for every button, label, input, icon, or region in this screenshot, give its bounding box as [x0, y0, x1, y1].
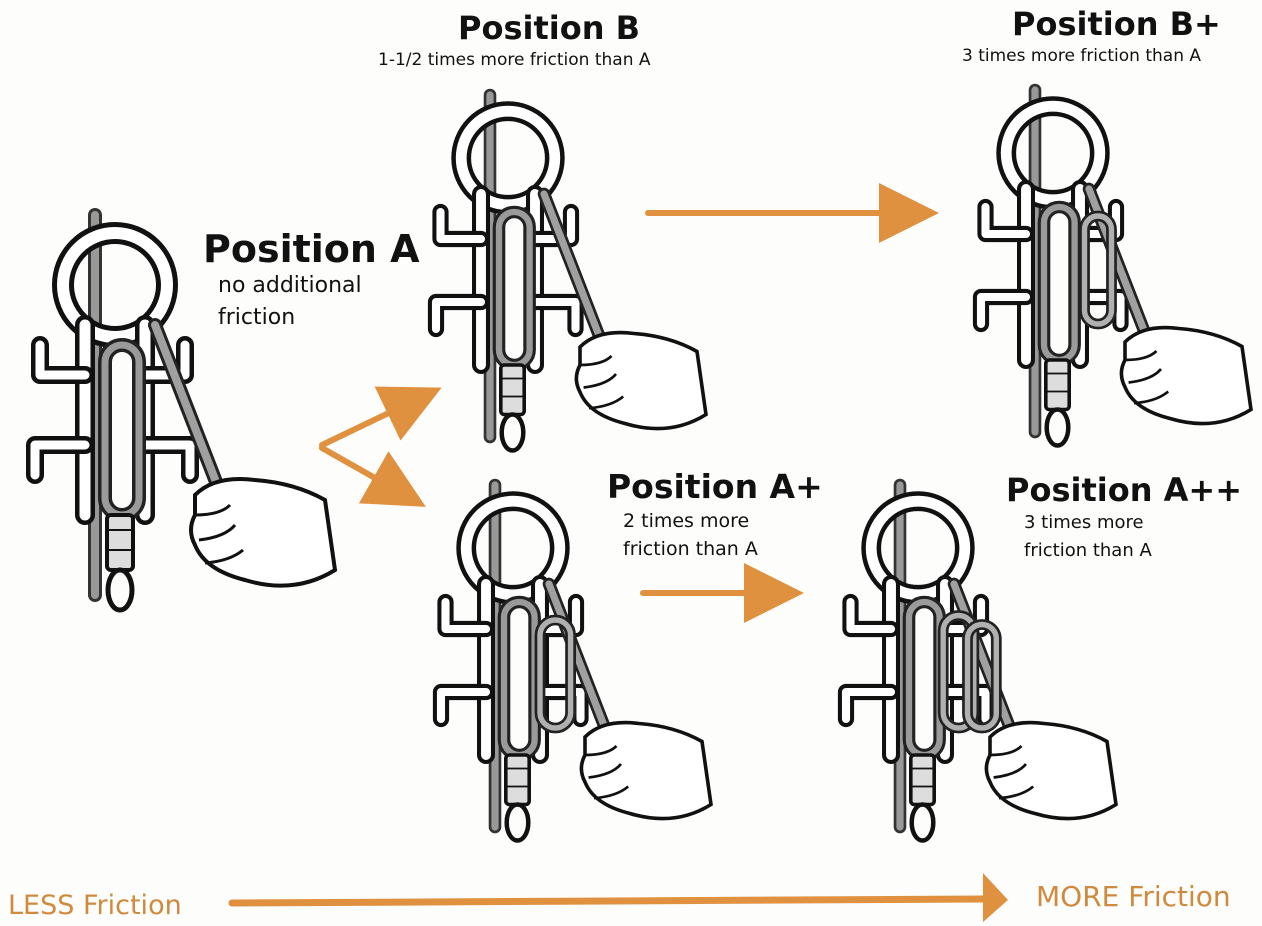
position-a-plus-plus-desc-line1: 3 times more — [1024, 514, 1144, 533]
position-b-desc: 1-1/2 times more friction than A — [378, 52, 651, 70]
position-a-title: Position A — [203, 230, 420, 270]
position-a-plus-plus-title: Position A++ — [1006, 474, 1242, 508]
figure-position-b — [436, 95, 706, 451]
position-b-plus-desc: 3 times more friction than A — [962, 48, 1201, 66]
arrow-a-to-a-plus — [322, 448, 405, 495]
arrow-a-to-b — [322, 398, 420, 445]
less-friction-label: LESS Friction — [8, 890, 182, 921]
figure-position-a-plus-plus — [846, 485, 1116, 841]
position-a-plus-desc-line1: 2 times more — [623, 512, 749, 532]
position-a-desc-line1: no additional — [218, 274, 362, 297]
figure-position-b-plus — [981, 90, 1251, 446]
position-a-plus-title: Position A+ — [607, 470, 823, 505]
friction-scale-arrow — [232, 873, 1008, 922]
position-b-plus-title: Position B+ — [1012, 8, 1221, 42]
more-friction-label: MORE Friction — [1036, 880, 1231, 913]
position-a-desc-line2: friction — [218, 306, 295, 329]
position-b-title: Position B — [458, 12, 640, 46]
position-a-plus-plus-desc-line2: friction than A — [1024, 542, 1152, 561]
position-a-plus-desc-line2: friction than A — [623, 540, 758, 560]
